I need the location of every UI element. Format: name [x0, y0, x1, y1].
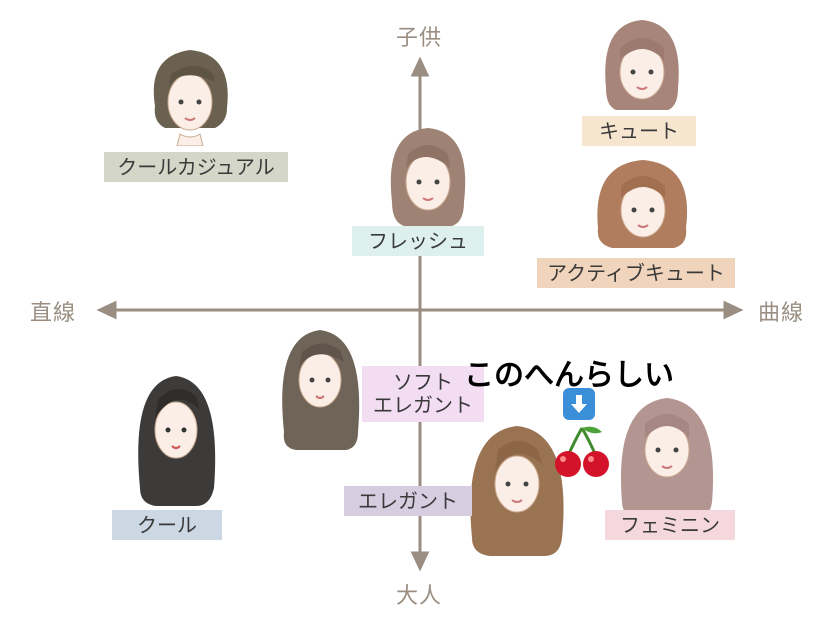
annotation-text: このへんらしい [464, 358, 674, 393]
label-cool-casual: クールカジュアル [104, 152, 288, 182]
elegant-face-illustration [470, 426, 564, 556]
label-feminine: フェミニン [605, 510, 735, 540]
label-elegant: エレガント [344, 486, 472, 516]
cool-face-illustration [138, 376, 216, 506]
cute-face-illustration [605, 20, 679, 110]
fresh-face-illustration [390, 128, 466, 226]
label-soft-elegant-line1: ソフト [393, 370, 453, 394]
axis-label-right: 曲線 [758, 301, 805, 326]
active-cute-face-illustration [597, 160, 688, 248]
label-cute: キュート [582, 116, 696, 146]
axis-label-bottom: 大人 [396, 584, 443, 609]
feminine-face-illustration [620, 398, 714, 518]
cool-casual-face-illustration [153, 50, 228, 146]
down-arrow-icon [563, 388, 595, 420]
label-cool: クール [112, 510, 222, 540]
axis-label-left: 直線 [30, 301, 77, 326]
label-soft-elegant: ソフト エレガント [362, 366, 484, 422]
label-soft-elegant-line2: エレガント [373, 393, 473, 417]
cherry-icon [555, 426, 609, 477]
horizontal-axis [96, 300, 744, 320]
soft-elegant-face-illustration [282, 330, 360, 450]
label-fresh: フレッシュ [352, 226, 484, 256]
axis-label-top: 子供 [396, 26, 443, 51]
label-active-cute: アクティブキュート [537, 258, 735, 288]
